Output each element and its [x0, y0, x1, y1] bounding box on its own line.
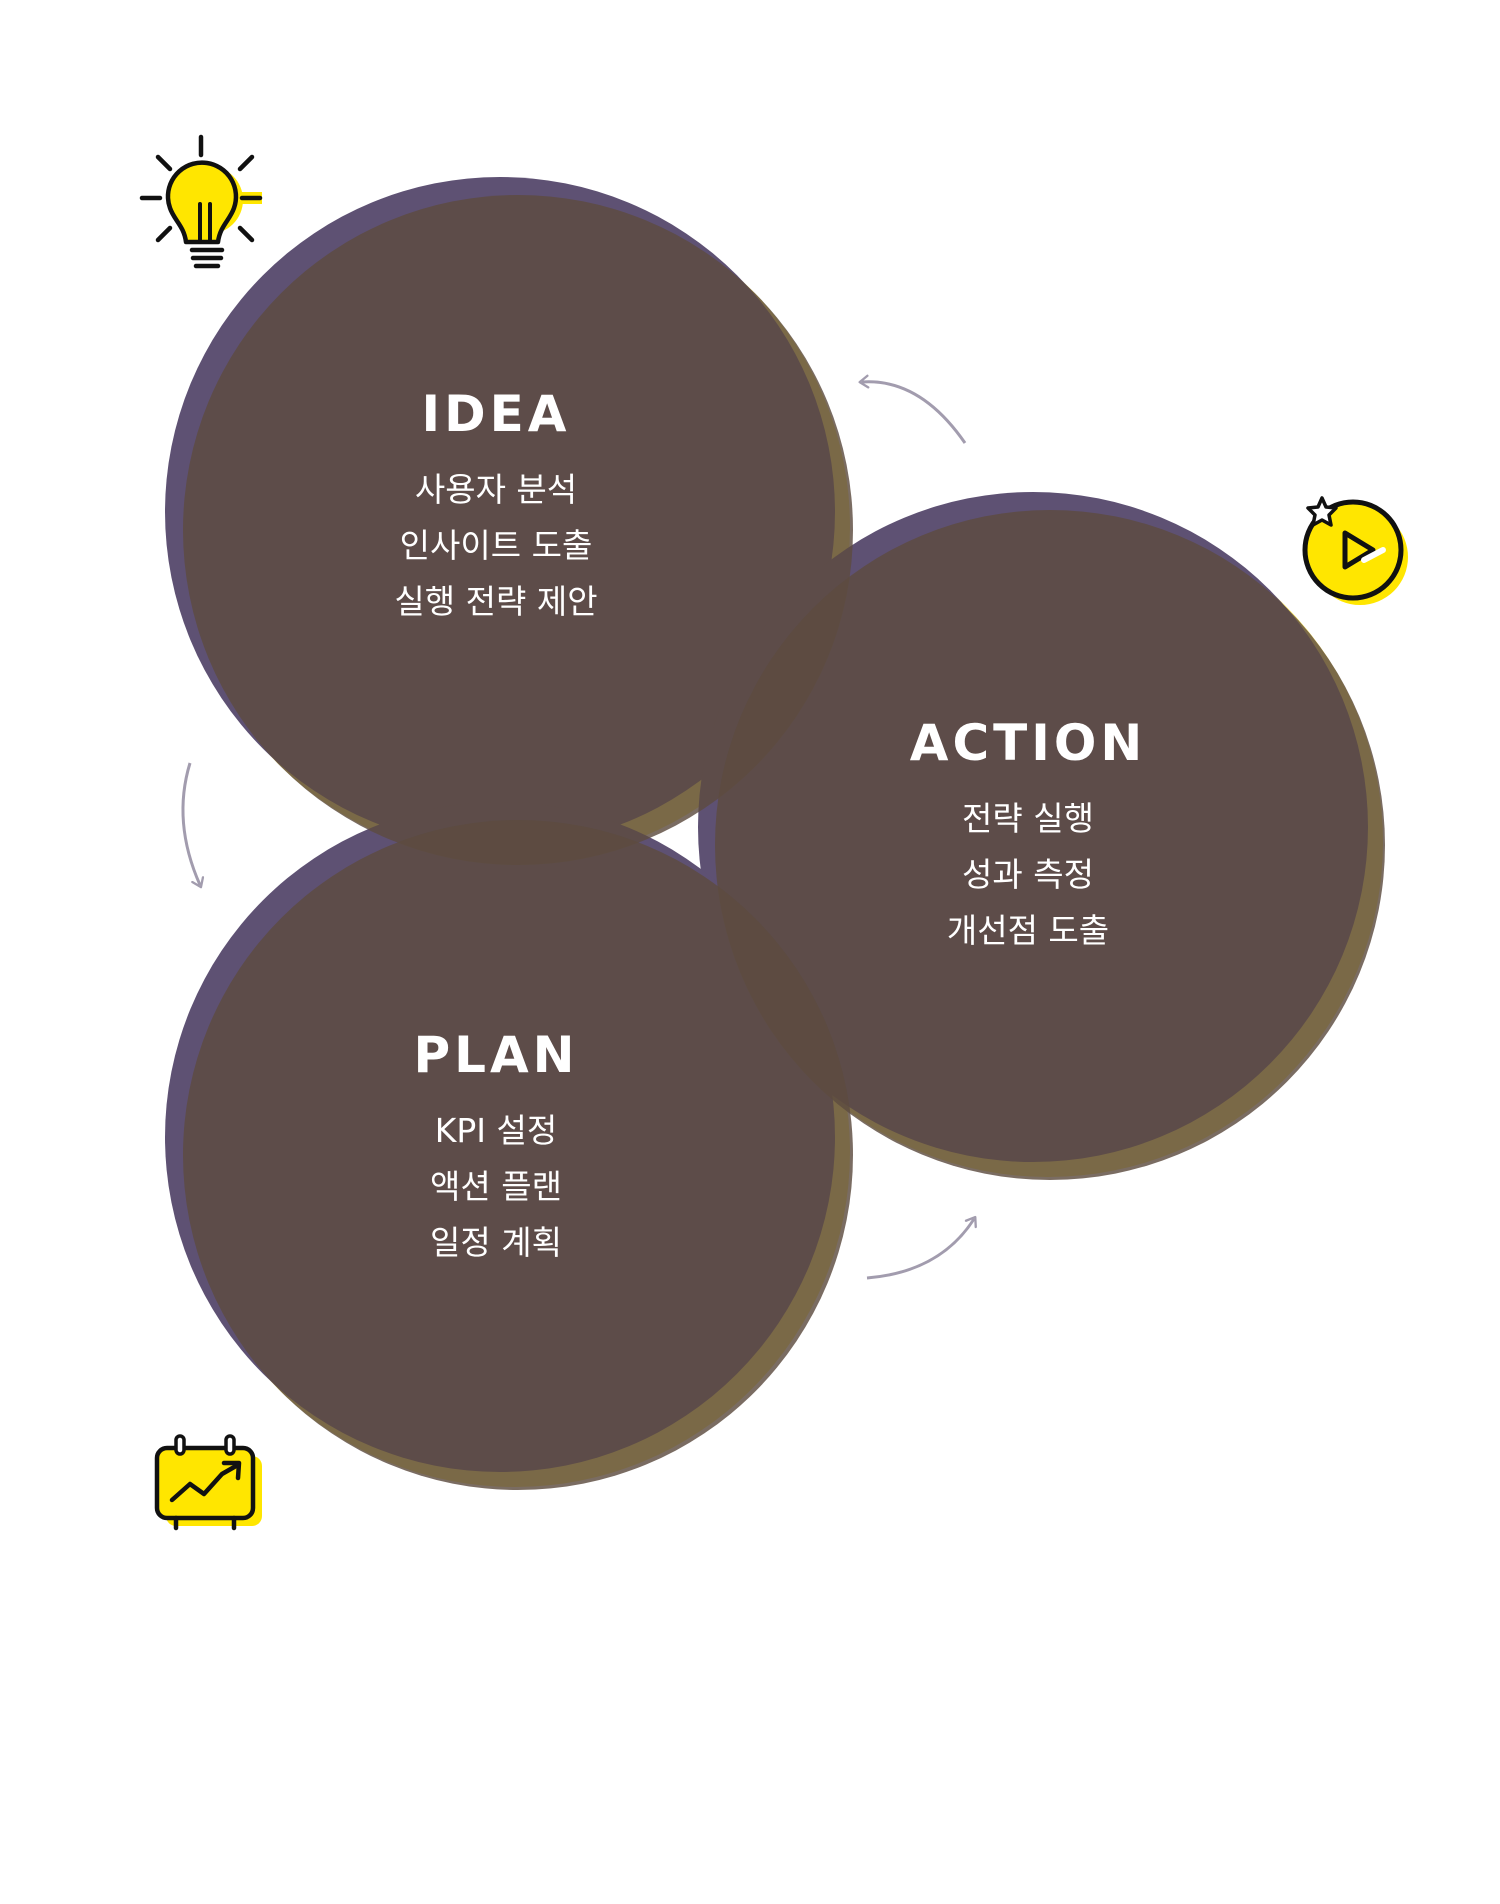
chart-board-icon [154, 1434, 262, 1531]
plan-item: 액션 플랜 [430, 1167, 562, 1206]
idea-item: 실행 전략 제안 [394, 582, 598, 621]
lightbulb-icon [139, 134, 263, 269]
arrow-plan-to-action [866, 1215, 977, 1280]
main-circles [183, 195, 1385, 1490]
idea-circle [183, 195, 853, 865]
action-item: 성과 측정 [962, 855, 1094, 894]
action-title: ACTION [909, 714, 1147, 772]
idea-title: IDEA [421, 385, 571, 443]
idea-text-block: IDEA 사용자 분석 인사이트 도출 실행 전략 제안 [296, 384, 696, 630]
action-text-block: ACTION 전략 실행 성과 측정 개선점 도출 [828, 713, 1228, 959]
plan-text-block: PLAN KPI 설정 액션 플랜 일정 계획 [296, 1025, 696, 1271]
plan-circle [183, 820, 853, 1490]
action-circle [715, 510, 1385, 1180]
idea-item: 인사이트 도출 [399, 526, 593, 565]
plan-title: PLAN [413, 1026, 579, 1084]
idea-item: 사용자 분석 [414, 470, 578, 509]
plan-item: KPI 설정 [434, 1111, 558, 1150]
arrow-action-to-idea [858, 374, 967, 444]
cycle-arrows [181, 374, 977, 1280]
play-icon [1302, 496, 1408, 605]
action-item: 개선점 도출 [946, 911, 1110, 950]
plan-item: 일정 계획 [430, 1223, 562, 1262]
action-item: 전략 실행 [962, 799, 1094, 838]
arrow-idea-to-plan [181, 762, 205, 889]
